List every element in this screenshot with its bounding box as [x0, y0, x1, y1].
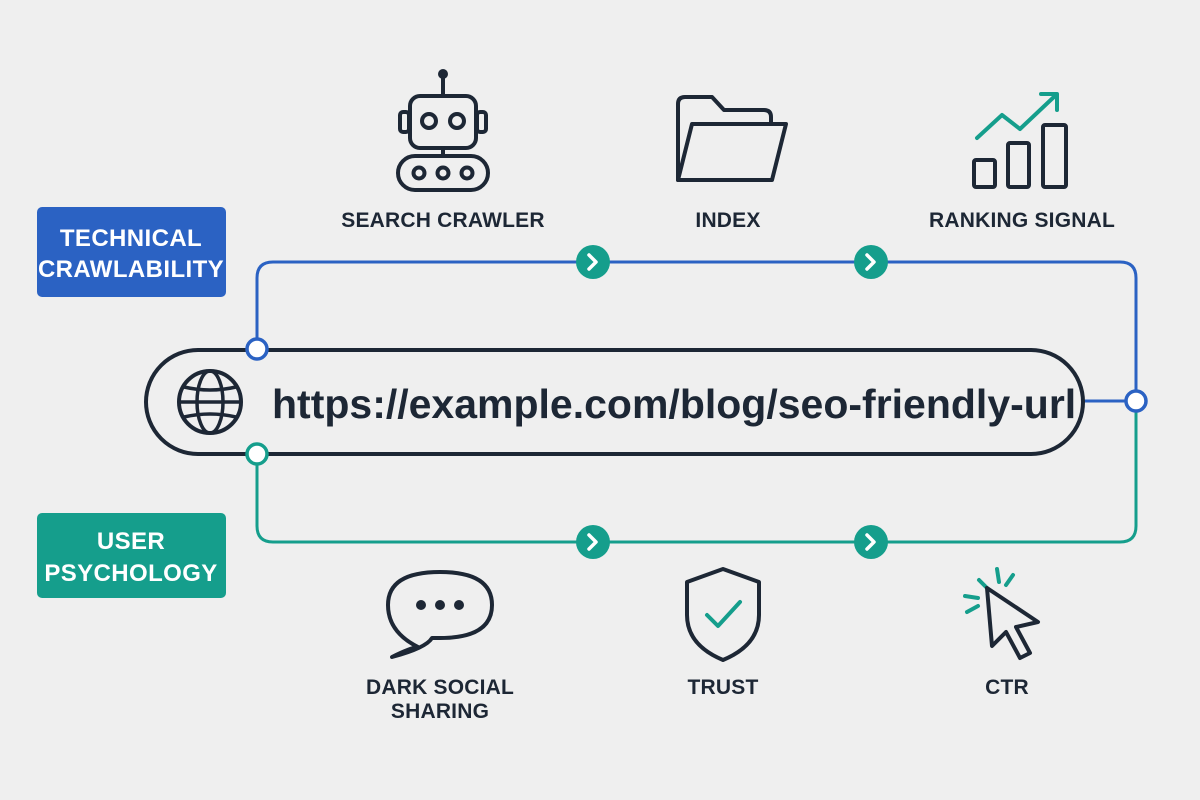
node-label: INDEX: [695, 209, 760, 232]
folder-icon: [676, 95, 788, 182]
badge-line-1: USER: [97, 528, 165, 555]
arrow-marker-2: [854, 245, 888, 279]
shield-check-icon: [685, 567, 761, 662]
arrow-marker-4: [854, 525, 888, 559]
node-search-crawler: SEARCH CRAWLER: [341, 69, 545, 232]
technical-crawlability-badge: TECHNICAL CRAWLABILITY: [37, 207, 226, 297]
node-index: INDEX: [676, 95, 788, 232]
node-ranking-signal: RANKING SIGNAL: [929, 92, 1115, 232]
badge-line-2: PSYCHOLOGY: [44, 560, 217, 587]
cursor-click-icon: [963, 567, 1040, 660]
chat-bubble-icon: [386, 570, 494, 659]
node-label: TRUST: [688, 676, 759, 699]
badge-line-2: CRAWLABILITY: [38, 256, 224, 283]
end-dot: [1124, 389, 1148, 413]
growth-chart-icon: [972, 92, 1068, 189]
node-label: RANKING SIGNAL: [929, 209, 1115, 232]
arrow-marker-3: [576, 525, 610, 559]
node-label: SEARCH CRAWLER: [341, 209, 544, 232]
technical-path: [255, 260, 1138, 401]
badge-line-1: TECHNICAL: [60, 225, 202, 252]
technical-start-dot: [245, 337, 269, 361]
url-text: https://example.com/blog/seo-friendly-ur…: [272, 381, 1076, 427]
node-dark-social-sharing: DARK SOCIAL SHARING: [366, 570, 514, 723]
node-label-line-2: SHARING: [391, 700, 489, 723]
node-label: CTR: [985, 676, 1029, 699]
arrow-marker-1: [576, 245, 610, 279]
node-label-line-1: DARK SOCIAL: [366, 676, 514, 699]
user-psychology-badge: USER PSYCHOLOGY: [37, 513, 226, 598]
user-path: [255, 401, 1138, 544]
robot-icon: [396, 69, 490, 192]
node-trust: TRUST: [685, 567, 761, 699]
node-ctr: CTR: [963, 567, 1040, 699]
user-start-dot: [245, 442, 269, 466]
url-bar: https://example.com/blog/seo-friendly-ur…: [144, 348, 1085, 456]
globe-icon: [177, 369, 243, 435]
